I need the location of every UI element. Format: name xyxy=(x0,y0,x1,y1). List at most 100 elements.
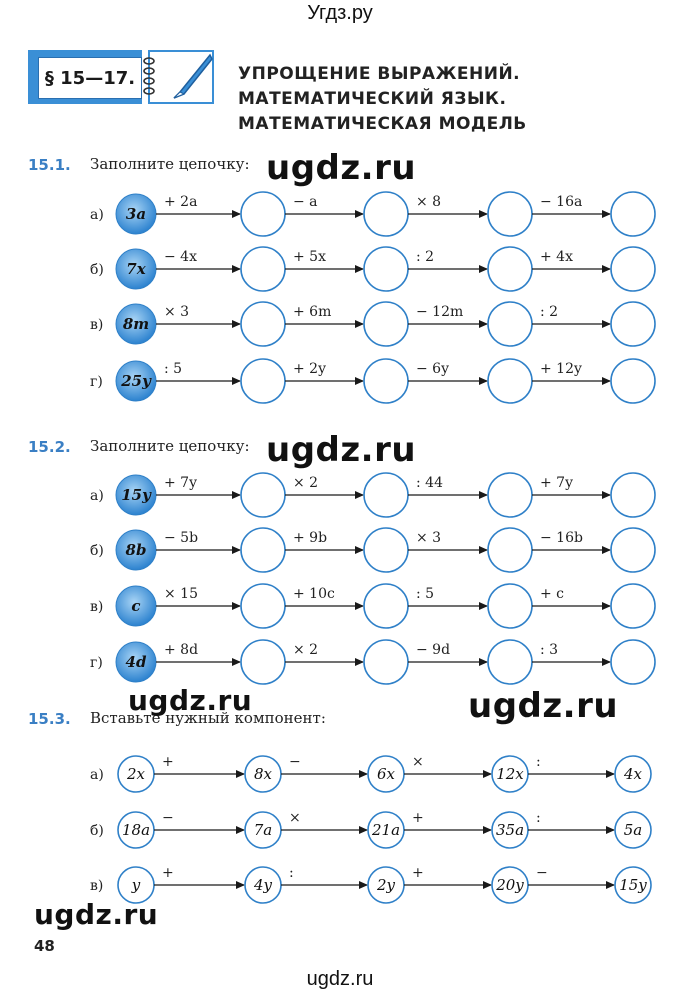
chain-node-circle[interactable] xyxy=(240,246,286,292)
chain-node-circle[interactable] xyxy=(614,755,652,793)
chain-node-circle[interactable] xyxy=(610,246,656,292)
chain-node-circle[interactable] xyxy=(610,358,656,404)
chain-start-value: 25y xyxy=(120,372,152,390)
pencil-icon xyxy=(173,53,213,99)
section-notebook-panel xyxy=(148,50,214,104)
chain-node-circle[interactable] xyxy=(240,583,286,629)
chain-start-value: 7x xyxy=(126,260,146,278)
chain-operation: − a xyxy=(293,194,318,210)
exercise-instruction: Заполните цепочку: xyxy=(90,437,250,455)
section-number: § 15—17. xyxy=(38,57,142,99)
chain-node-circle[interactable] xyxy=(487,191,533,237)
chain-node-circle[interactable] xyxy=(240,191,286,237)
chain-node-circle[interactable] xyxy=(240,301,286,347)
chain-node-circle[interactable] xyxy=(610,583,656,629)
chain-node-circle[interactable] xyxy=(487,472,533,518)
exercise-instruction: Вставьте нужный компонент: xyxy=(90,709,326,727)
section-title: УПРОЩЕНИЕ ВЫРАЖЕНИЙ. МАТЕМАТИЧЕСКИЙ ЯЗЫК… xyxy=(238,62,527,137)
chain-operation: × 3 xyxy=(164,304,189,320)
chain-node-circle[interactable] xyxy=(240,472,286,518)
chain-node-circle[interactable] xyxy=(240,527,286,573)
chain-operation: − 16a xyxy=(540,194,582,210)
chain-operation: : xyxy=(536,754,541,770)
chain-start-value: 8m xyxy=(123,315,149,333)
chain-operation: + 7y xyxy=(540,475,573,491)
chain-node-circle[interactable] xyxy=(610,527,656,573)
chain-operation: + 7y xyxy=(164,475,197,491)
chain-node-value: 35a xyxy=(496,821,524,839)
chain-operation: + xyxy=(162,754,174,770)
chain-operation: × 15 xyxy=(164,586,198,602)
chain-node-circle[interactable] xyxy=(614,866,652,904)
chain-operation: − xyxy=(162,810,174,826)
chain-operation: − 12m xyxy=(416,304,463,320)
chain-node-circle[interactable] xyxy=(363,527,409,573)
watermark-text: ugdz.ru xyxy=(128,684,253,717)
chain-node-circle[interactable] xyxy=(610,301,656,347)
chain-operation: + 5x xyxy=(293,249,326,265)
row-letter: в) xyxy=(90,317,103,333)
chain-operation: − 5b xyxy=(164,530,198,546)
chain-node-circle[interactable] xyxy=(363,246,409,292)
site-top-caption: Угдз.ру xyxy=(307,2,373,24)
chain-node-value: 4y xyxy=(253,876,273,894)
chain-node-circle[interactable] xyxy=(610,191,656,237)
watermark-text: ugdz.ru xyxy=(468,686,619,726)
chain-node-circle[interactable] xyxy=(240,639,286,685)
chain-node-circle[interactable] xyxy=(363,583,409,629)
chain-start-value: 8b xyxy=(126,541,147,559)
page-number: 48 xyxy=(34,937,55,955)
section-title-line: УПРОЩЕНИЕ ВЫРАЖЕНИЙ. xyxy=(238,64,521,84)
chain-operation: : 5 xyxy=(164,361,182,377)
chain-operation: : 2 xyxy=(540,304,558,320)
chain-start-value: c xyxy=(131,597,140,615)
row-letter: г) xyxy=(90,655,103,671)
chain-node-circle[interactable] xyxy=(614,811,652,849)
chain-operation: : xyxy=(289,865,294,881)
chain-node-value: 7a xyxy=(254,821,273,839)
chain-node-circle[interactable] xyxy=(363,301,409,347)
chain-node-circle[interactable] xyxy=(363,639,409,685)
chain-operation: − 16b xyxy=(540,530,583,546)
chain-operation: × 3 xyxy=(416,530,441,546)
chain-node-circle[interactable] xyxy=(610,472,656,518)
section-title-line: МАТЕМАТИЧЕСКИЙ ЯЗЫК. xyxy=(238,89,507,109)
chain-node-value: 6x xyxy=(377,765,396,783)
row-letter: в) xyxy=(90,599,103,615)
chain-start-value: 2x xyxy=(126,765,146,783)
chain-operation: + 6m xyxy=(293,304,331,320)
chain-operation: − 4x xyxy=(164,249,197,265)
chain-operation: + 9b xyxy=(293,530,327,546)
chain-node-circle[interactable] xyxy=(487,527,533,573)
chain-node-circle[interactable] xyxy=(240,358,286,404)
chain-operation: × 2 xyxy=(293,642,318,658)
chain-node-value: 4x xyxy=(623,765,643,783)
chain-operation: : xyxy=(536,810,541,826)
chain-node-circle[interactable] xyxy=(487,358,533,404)
chain-start-value: 15y xyxy=(121,486,152,504)
chain-node-circle[interactable] xyxy=(487,639,533,685)
site-bottom-caption: ugdz.ru xyxy=(306,968,374,990)
row-letter: б) xyxy=(90,262,104,278)
exercise-number: 15.2. xyxy=(28,438,71,456)
chain-node-circle[interactable] xyxy=(487,246,533,292)
chain-operation: + 8d xyxy=(164,642,198,658)
chain-node-circle[interactable] xyxy=(363,191,409,237)
chain-operation: × 8 xyxy=(416,194,441,210)
chain-node-circle[interactable] xyxy=(487,583,533,629)
chain-node-circle[interactable] xyxy=(363,358,409,404)
chain-node-circle[interactable] xyxy=(487,301,533,347)
row-letter: а) xyxy=(90,488,104,504)
chain-operation: − 6y xyxy=(416,361,449,377)
row-letter: в) xyxy=(90,878,103,894)
chain-start-value: 3a xyxy=(126,205,146,223)
chain-node-value: 5a xyxy=(624,821,643,839)
chain-operation: × 2 xyxy=(293,475,318,491)
chain-node-value: 15y xyxy=(619,876,647,894)
chain-node-circle[interactable] xyxy=(363,472,409,518)
chain-operation: + 10c xyxy=(293,586,335,602)
chain-node-circle[interactable] xyxy=(610,639,656,685)
chain-start-value: 4d xyxy=(126,653,147,671)
chain-node-value: 2y xyxy=(376,876,396,894)
chain-operation: − xyxy=(536,865,548,881)
